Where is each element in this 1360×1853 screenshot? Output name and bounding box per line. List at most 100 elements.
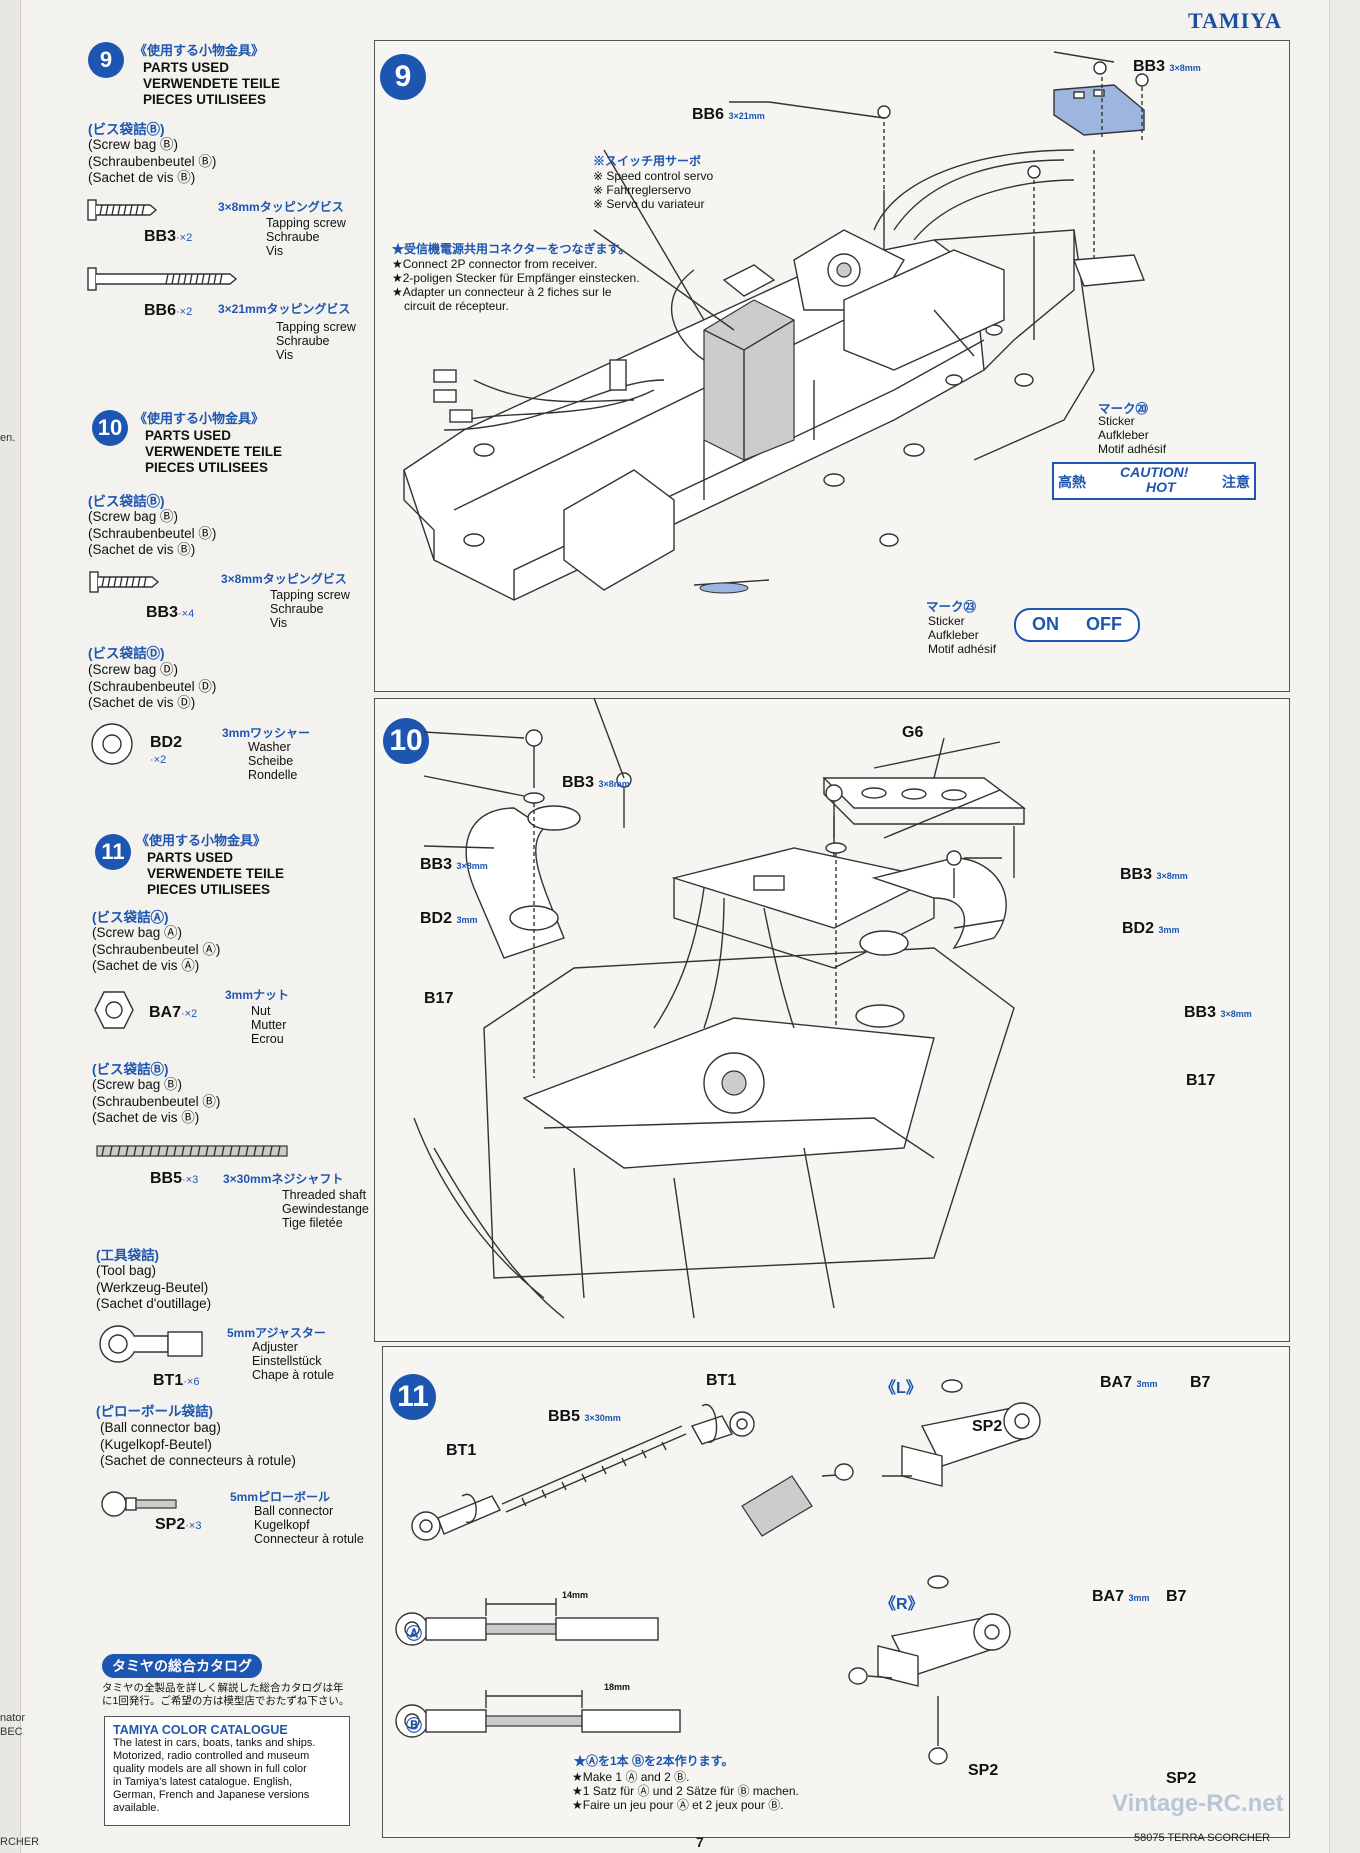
chassis-servo-illustration: [403, 51, 1149, 601]
part-qty: ·×2: [150, 754, 167, 766]
label-g6: G6: [902, 724, 924, 741]
part-code: BD2: [150, 734, 183, 751]
gutter-text: en.: [0, 432, 16, 444]
step10-bagB: (Screw bag Ⓑ)(Schraubenbeutel Ⓑ)(Sachet …: [88, 509, 217, 557]
step11-panel: [382, 1346, 1290, 1838]
part-code: BT1·×6: [153, 1372, 200, 1389]
step10-panel: [374, 698, 1290, 1342]
threaded-shaft-icon: [96, 1145, 288, 1157]
label-bb6: BB6 3×21mm: [692, 106, 765, 123]
label-ba7: BA7 3mm: [1092, 1588, 1150, 1605]
step10-bagB-jp: (ビス袋詰Ⓑ): [88, 494, 165, 509]
caution-jp-right: 注意: [1222, 474, 1250, 490]
gutter-text: RCHER: [0, 1836, 40, 1848]
step9-bag-jp: (ビス袋詰Ⓑ): [88, 122, 165, 137]
step11-bagB: (Screw bag Ⓑ)(Schraubenbeutel Ⓑ)(Sachet …: [92, 1077, 221, 1125]
part-name-jp: 3×8mmタッピングビス: [221, 572, 347, 586]
catalog-title-en: TAMIYA COLOR CATALOGUE: [113, 1723, 288, 1737]
caution-jp-left: 高熱: [1058, 474, 1086, 490]
hot-text: HOT: [1146, 479, 1176, 495]
washer-icon: [91, 723, 133, 765]
dimension-14mm: 14mm: [562, 1590, 589, 1600]
step11-badge: 11: [95, 834, 131, 870]
rod-note-jp: ★Ⓐを1本 Ⓑを2本作ります。: [574, 1754, 734, 1768]
dimension-18mm: 18mm: [604, 1682, 631, 1692]
label-bt1: BT1: [446, 1442, 477, 1459]
gutter-text: nator: [0, 1712, 26, 1724]
label-b17: B17: [1186, 1072, 1216, 1089]
part-code: BB3·×4: [146, 604, 195, 621]
right-edge: [1329, 0, 1360, 1853]
catalog-title-jp: タミヤの総合カタログ: [102, 1654, 262, 1678]
off-label: OFF: [1086, 614, 1122, 634]
step11-ball-jp: (ピローボール袋詰): [96, 1404, 213, 1419]
step10-number: 10: [383, 718, 429, 764]
catalog-text: The latest in cars, boats, tanks and shi…: [113, 1737, 316, 1814]
label-bb3: BB3 3×8mm: [1184, 1004, 1252, 1021]
mark20-label-jp: マーク⑳: [1098, 402, 1149, 416]
part-code: BB6·×2: [144, 302, 193, 319]
bumper-stay-illustration: [413, 697, 1027, 1319]
part-name-jp: 3×8mmタッピングビス: [218, 200, 344, 214]
label-rod-a: Ⓐ: [406, 1626, 423, 1643]
rod-assembly-illustration: [395, 1379, 1041, 1765]
step11-bagA: (Screw bag Ⓐ)(Schraubenbeutel Ⓐ)(Sachet …: [92, 925, 221, 973]
ball-connector-icon: [101, 1491, 177, 1517]
part-code: BB3·×2: [144, 228, 193, 245]
label-bb3: BB3 3×8mm: [1120, 866, 1188, 883]
servo-note: ※ Speed control servo※ Fahrreglerservo※ …: [593, 169, 714, 211]
part-name-jp: 3×21mmタッピングビス: [218, 302, 351, 316]
label-sp2: SP2: [972, 1418, 1003, 1435]
step10-bagD-jp: (ビス袋詰Ⓓ): [88, 646, 165, 661]
part-name-jp: 5mmアジャスター: [227, 1326, 326, 1340]
step11-bagB-jp: (ビス袋詰Ⓑ): [92, 1062, 169, 1077]
screw-long-icon: [87, 267, 238, 291]
part-name-jp: 3mmナット: [225, 988, 290, 1002]
on-off-sticker: ON OFF: [1014, 608, 1140, 642]
label-sp2: SP2: [968, 1762, 999, 1779]
step11-tool-jp: (工具袋詰): [96, 1248, 159, 1263]
step9-bag: (Screw bag Ⓑ)(Schraubenbeutel Ⓑ)(Sachet …: [88, 137, 217, 185]
step10-parts-jp: 《使用する小物金具》: [134, 411, 265, 426]
step10-badge: 10: [92, 410, 128, 446]
catalog-body-jp: タミヤの全製品を詳しく解説した総合カタログは年に1回発行。ご希望の方は模型店でお…: [102, 1682, 350, 1707]
servo-note-jp: ※スイッチ用サーボ: [593, 154, 702, 168]
step9-parts-jp: 《使用する小物金具》: [134, 43, 265, 58]
gutter-text: BEC: [0, 1726, 23, 1738]
label-bd2: BD2 3mm: [420, 910, 478, 927]
step11-tool: (Tool bag)(Werkzeug-Beutel)(Sachet d'out…: [96, 1263, 212, 1311]
step10-bagD: (Screw bag Ⓓ)(Schraubenbeutel Ⓓ)(Sachet …: [88, 662, 217, 710]
screw-short-icon: [89, 571, 160, 593]
label-bt1: BT1: [706, 1372, 737, 1389]
part-name-jp: 3×30mmネジシャフト: [223, 1172, 344, 1186]
part-name-jp: 5mmピローボール: [230, 1490, 331, 1504]
label-bb3: BB3 3×8mm: [420, 856, 488, 873]
label-bd2: BD2 3mm: [1122, 920, 1180, 937]
label-b17: B17: [424, 990, 454, 1007]
part-code: BB5·×3: [150, 1170, 199, 1187]
label-ba7: BA7 3mm: [1100, 1374, 1158, 1391]
part-code: SP2·×3: [155, 1516, 202, 1533]
connector-note: ★Connect 2P connector from receiver.★2-p…: [392, 257, 640, 313]
label-sp2: SP2: [1166, 1770, 1197, 1787]
adjuster-icon: [99, 1325, 203, 1363]
caution-hot-sticker: 高熱 CAUTION! HOT 注意: [1052, 462, 1256, 500]
rod-note: ★Make 1 Ⓐ and 2 Ⓑ.★1 Satz für Ⓐ und 2 Sä…: [572, 1770, 799, 1812]
step11-ball: (Ball connector bag)(Kugelkopf-Beutel)(S…: [100, 1420, 296, 1468]
label-left-side: 《L》: [880, 1380, 922, 1397]
connector-note-jp: ★受信機電源共用コネクターをつなぎます。: [392, 242, 631, 256]
label-right-side: 《R》: [880, 1596, 924, 1613]
label-bb5: BB5 3×30mm: [548, 1408, 621, 1425]
step11-parts-jp: 《使用する小物金具》: [136, 833, 267, 848]
part-name-jp: 3mmワッシャー: [222, 726, 311, 740]
